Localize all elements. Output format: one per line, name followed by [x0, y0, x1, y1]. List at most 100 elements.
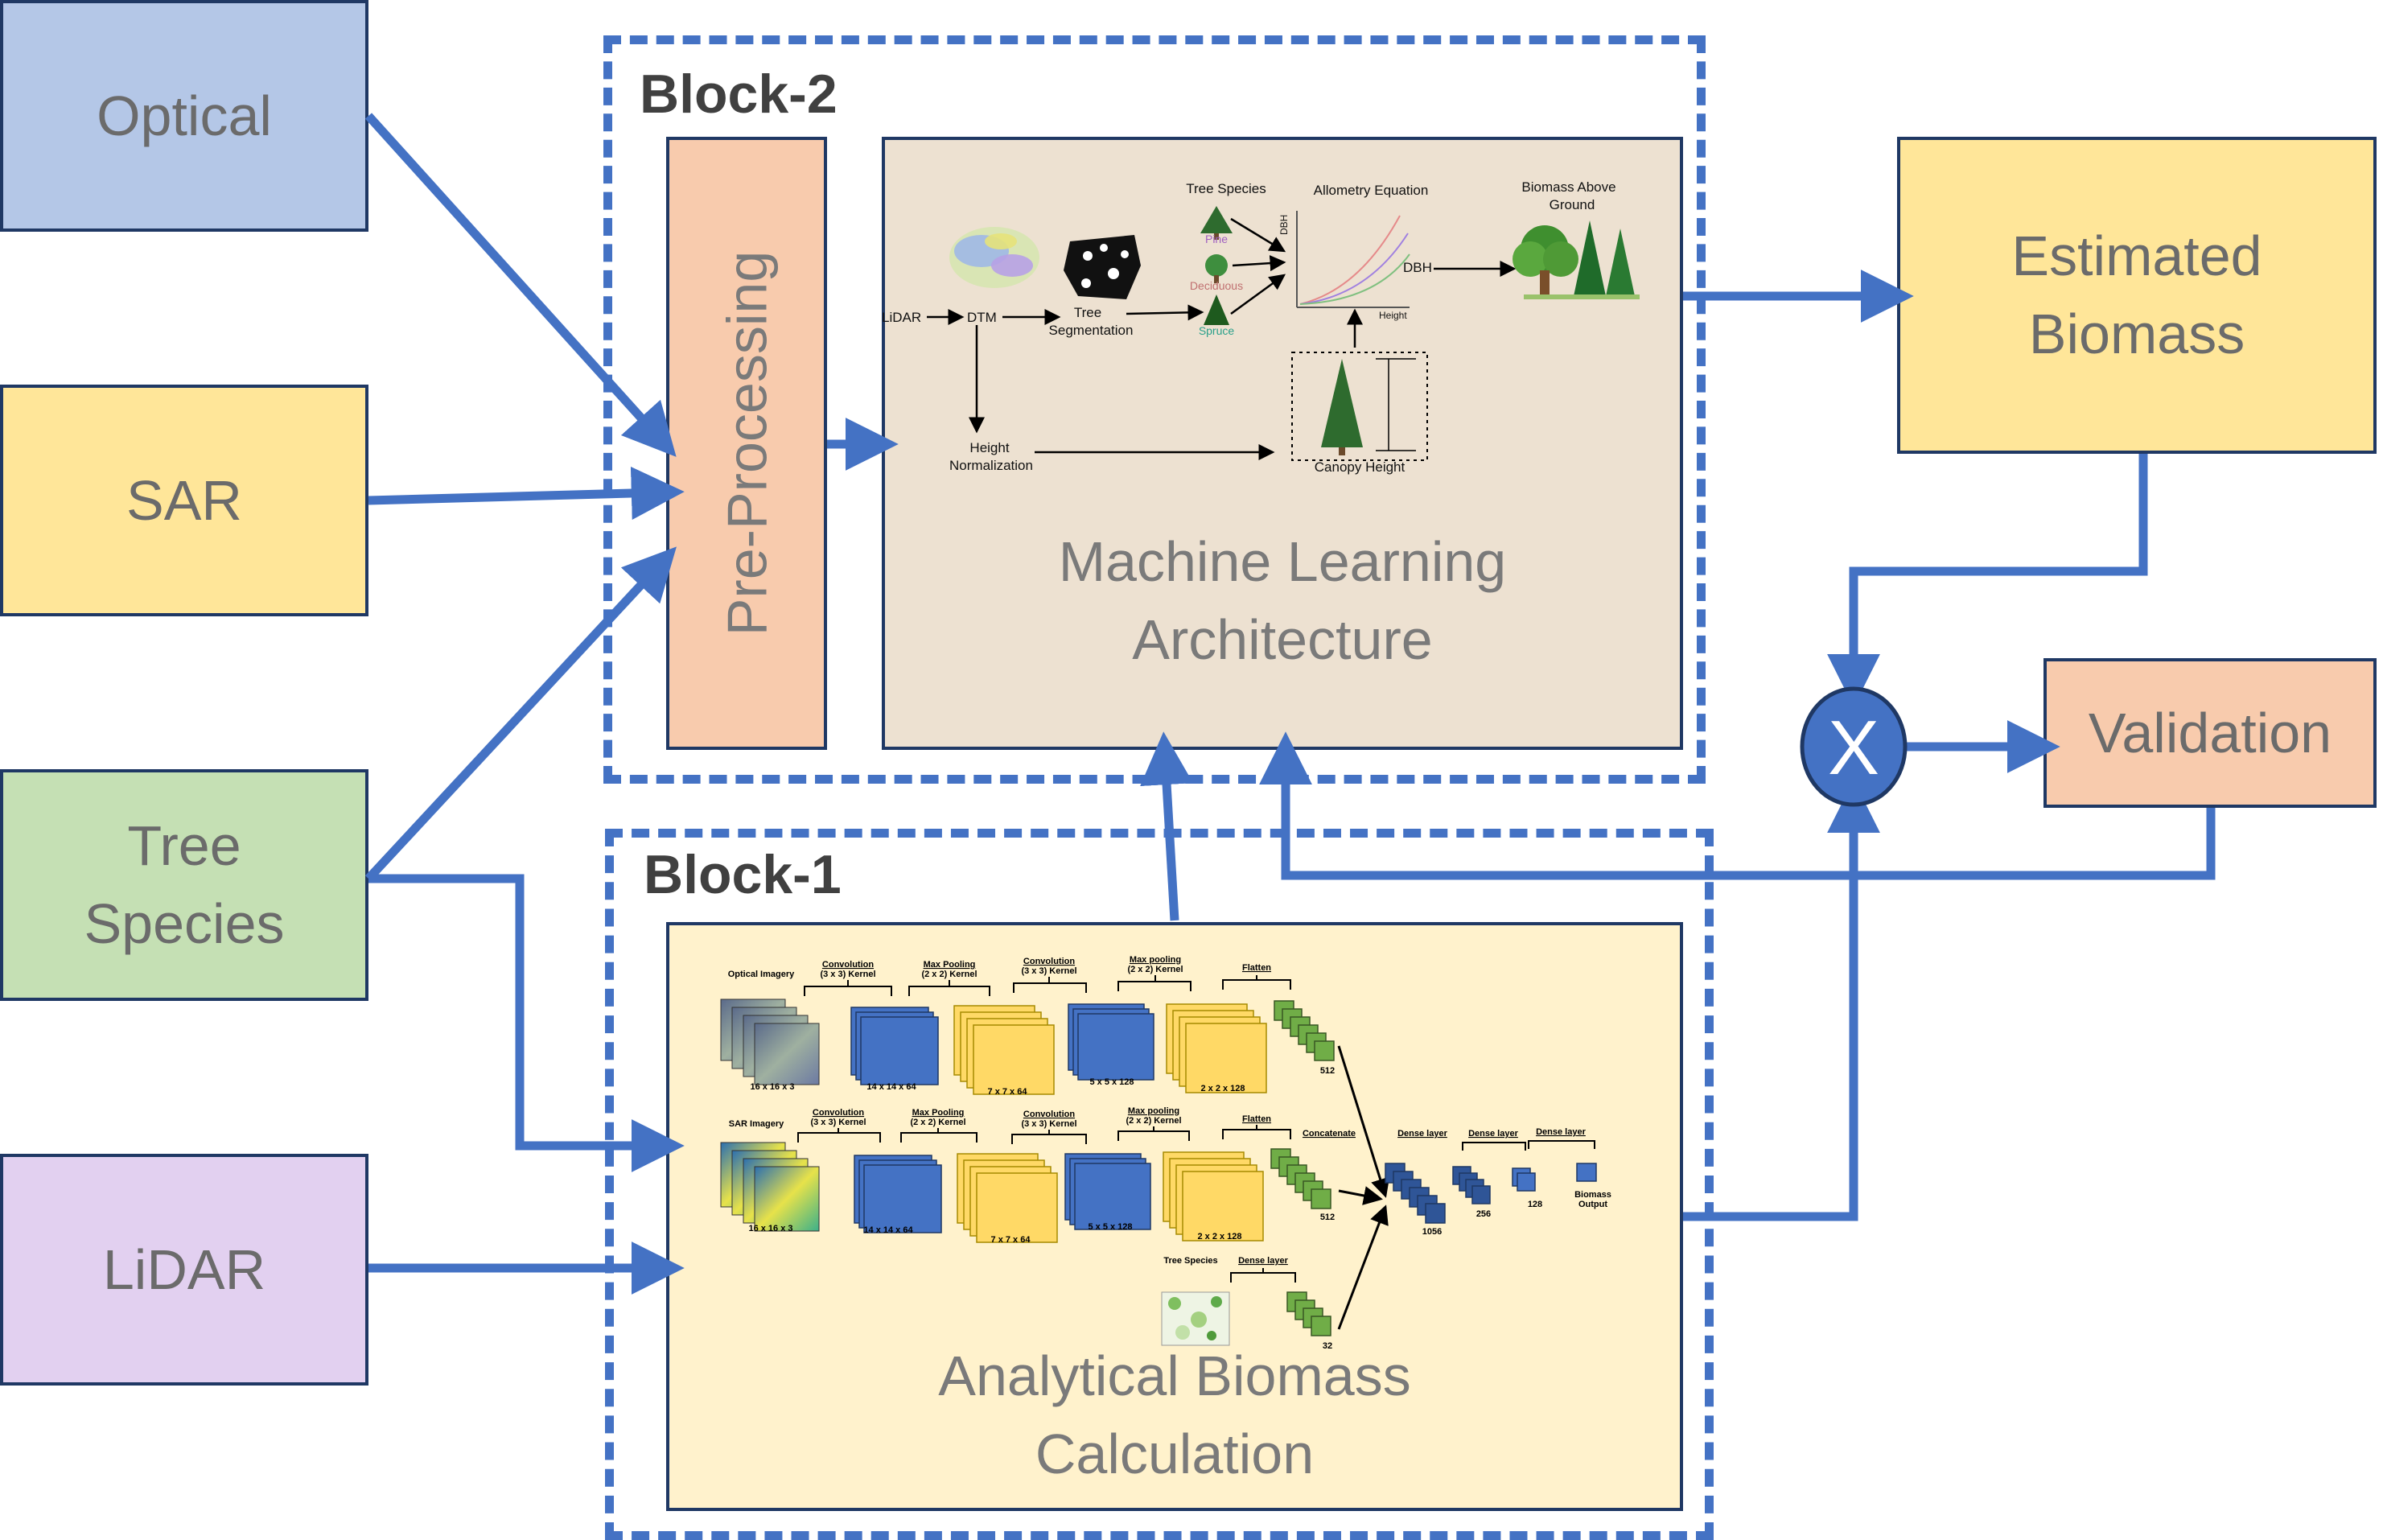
dense1-stack [1385, 1163, 1446, 1224]
ml-architecture-label: Machine Learning Architecture [1058, 530, 1507, 671]
tree-species-label: Tree Species [84, 814, 285, 955]
cnn-tree-species-text: Tree Species [1163, 1256, 1217, 1266]
cnn-dense3-title: Dense layer [1536, 1127, 1586, 1137]
ml-height-norm-text-2: Normalization [949, 458, 1033, 473]
sar-label: SAR [126, 468, 242, 532]
arrow-validation-to-ml [1259, 731, 2216, 880]
cnn-conv2-kernel: (3 x 3) Kernel [1021, 966, 1076, 976]
cnn-dims-flat-2: 512 [1320, 1213, 1335, 1222]
pool1-stack [953, 1005, 1055, 1095]
flatten2-stack [1270, 1148, 1331, 1209]
cnn-conv3-kernel: (3 x 3) Kernel [810, 1118, 866, 1127]
cnn-dims-pool2-1: 2 x 2 x 128 [1200, 1084, 1245, 1093]
ml-spruce-text: Spruce [1199, 324, 1235, 337]
multiply-symbol: X [1828, 705, 1879, 791]
cnn-conv4-title: Convolution [1023, 1110, 1075, 1119]
validation-label: Validation [2088, 701, 2332, 764]
cnn-pool1-kernel: (2 x 2) Kernel [921, 970, 977, 979]
cnn-species-dense-title: Dense layer [1238, 1256, 1288, 1266]
species-dense-stack [1286, 1291, 1331, 1336]
cnn-conv1-kernel: (3 x 3) Kernel [820, 970, 875, 979]
ml-canopy-height-text: Canopy Height [1315, 459, 1406, 475]
ml-height-norm-text-1: Height [969, 440, 1009, 455]
pool4-stack [1163, 1151, 1264, 1241]
cnn-architecture: Optical Imagery 16 x 16 x 3 Convolution … [720, 955, 1611, 1351]
arrow-estimated-to-multiply [1827, 454, 2148, 707]
deciduous-tree-icon [1205, 254, 1228, 283]
sar-input-box: SAR [0, 385, 368, 616]
block-2-title: Block-2 [640, 64, 838, 125]
cnn-pool1-title: Max Pooling [924, 960, 976, 970]
cnn-pool2-kernel: (2 x 2) Kernel [1127, 965, 1183, 974]
cnn-dims-dense2: 256 [1476, 1209, 1491, 1219]
cnn-dims-conv1-1: 14 x 14 x 64 [866, 1082, 916, 1092]
ml-allometry-text: Allometry Equation [1314, 183, 1429, 198]
ml-tree-seg-text-1: Tree [1074, 305, 1101, 320]
ml-pine-text: Pine [1205, 233, 1228, 245]
estimated-biomass-box: Estimated Biomass [1897, 137, 2377, 454]
ml-lidar-text: LiDAR [882, 310, 921, 325]
lidar-label: LiDAR [102, 1237, 266, 1301]
ml-biomass-above-text-1: Biomass Above [1521, 179, 1615, 195]
cnn-dims-flat-1: 512 [1320, 1066, 1335, 1076]
cnn-pool4-title: Max pooling [1128, 1106, 1179, 1116]
biomass-output-node [1576, 1163, 1597, 1182]
cnn-dims-dense1: 1056 [1422, 1227, 1442, 1237]
cnn-pool3-kernel: (2 x 2) Kernel [910, 1118, 965, 1127]
validation-box: Validation [2043, 658, 2377, 808]
block-1-frame [605, 829, 1714, 1540]
canopy-height-frame [1291, 352, 1428, 461]
pool3-stack [957, 1153, 1058, 1243]
ml-dtm-text: DTM [967, 310, 997, 325]
arrow-analytical-to-multiply [1683, 780, 1880, 1221]
ml-deciduous-text: Deciduous [1190, 279, 1243, 292]
optical-label: Optical [97, 84, 272, 147]
spruce-tree-icon [1204, 294, 1229, 325]
cnn-pool2-title: Max pooling [1130, 955, 1181, 965]
ml-tree-species-text: Tree Species [1186, 181, 1266, 196]
cnn-dims-species-dense: 32 [1323, 1341, 1332, 1351]
cnn-flatten2-title: Flatten [1242, 1114, 1271, 1124]
pool2-stack [1166, 1003, 1267, 1093]
ml-tree-seg-text-2: Segmentation [1049, 323, 1134, 338]
conv1-stack [850, 1007, 939, 1085]
conv2-stack [1068, 1003, 1154, 1081]
cnn-dense1-title: Dense layer [1397, 1129, 1447, 1139]
estimated-biomass-label: Estimated Biomass [2011, 224, 2262, 365]
cnn-pool4-kernel: (2 x 2) Kernel [1126, 1116, 1181, 1126]
canopy-tree-icon [1321, 359, 1363, 455]
analytical-biomass-label: Analytical Biomass Calculation [938, 1344, 1411, 1485]
cnn-conv2-title: Convolution [1023, 957, 1075, 966]
optical-input-stack [720, 999, 820, 1085]
cnn-conv1-title: Convolution [822, 960, 874, 970]
block-1-title: Block-1 [644, 844, 842, 905]
allometry-chart [1296, 211, 1410, 308]
dense3-stack [1512, 1167, 1536, 1192]
cnn-conv3-title: Convolution [813, 1108, 864, 1118]
arrow-sar-to-preprocessing [368, 466, 685, 520]
cnn-concatenate-text: Concatenate [1303, 1129, 1356, 1139]
cnn-sar-imagery-text: SAR Imagery [729, 1119, 784, 1129]
ml-height-axis-text: Height [1379, 310, 1407, 321]
ml-dbh-text: DBH [1403, 260, 1432, 275]
cnn-conv4-kernel: (3 x 3) Kernel [1021, 1119, 1076, 1129]
cnn-dims-input-2: 16 x 16 x 3 [748, 1224, 792, 1233]
cnn-pool3-title: Max Pooling [912, 1108, 965, 1118]
cnn-dims-conv1-2: 14 x 14 x 64 [863, 1225, 913, 1235]
conv3-stack [854, 1155, 942, 1233]
ml-pipeline: LiDAR DTM Tree Segmentation Height Norma… [882, 179, 1640, 475]
lidar-pointcloud-thumbnail [949, 227, 1039, 288]
cnn-dims-input-1: 16 x 16 x 3 [750, 1082, 794, 1092]
flatten1-stack [1274, 1000, 1335, 1061]
cnn-dims-conv2-2: 5 x 5 x 128 [1088, 1222, 1132, 1232]
lidar-input-box: LiDAR [0, 1154, 368, 1386]
cnn-dims-pool1-1: 7 x 7 x 64 [988, 1087, 1028, 1097]
arrow-optical-to-preprocessing [364, 113, 677, 457]
ml-dbh-axis-text: DBH [1278, 215, 1290, 235]
conv4-stack [1064, 1153, 1151, 1230]
pine-tree-icon [1200, 206, 1233, 240]
arrow-analytical-to-ml [1140, 731, 1194, 921]
forest-trees-icon [1513, 220, 1640, 299]
cnn-dense2-title: Dense layer [1468, 1129, 1518, 1139]
